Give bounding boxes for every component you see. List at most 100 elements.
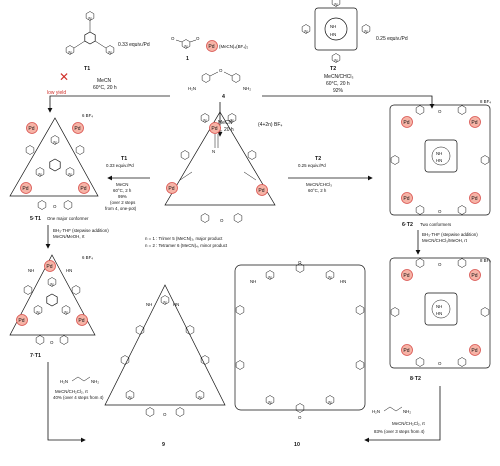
svg-text:O: O <box>219 68 223 73</box>
bf4-6t2: 8 BF₄ <box>480 99 491 104</box>
svg-text:O: O <box>196 36 200 41</box>
center-t2-equiv: 0.25 equiv./Pd <box>298 163 326 168</box>
t1-cond1: MeCN <box>97 78 112 84</box>
left-equiv: 0.33 equiv./Pd <box>106 163 134 168</box>
left-c1: MeCN <box>116 182 128 187</box>
template-t2-porphyrin: NH HN <box>301 0 371 64</box>
svg-text:HN: HN <box>330 32 336 37</box>
arrow-8t2-to-10 <box>364 386 441 443</box>
charge-label: (4+2n) BF₄ <box>258 122 282 128</box>
t2-cond2-top: 60°C, 20 h <box>326 81 350 87</box>
right-red3: MeCN/CH₂Cl₂, rt <box>392 421 425 426</box>
right-red2: MeCN/CHCl₃/MeOH, rt <box>422 238 468 243</box>
svg-text:O: O <box>220 218 224 223</box>
svg-text:NH: NH <box>436 151 442 156</box>
arrow-t2-direct <box>262 95 435 109</box>
t1-equiv: 0.33 equiv./Pd <box>118 42 150 48</box>
center-cond1: MeCN <box>218 120 233 126</box>
compound-9-label: 9 <box>162 442 165 448</box>
svg-text:HN: HN <box>436 158 442 163</box>
center-t2: T2 <box>315 156 321 162</box>
arrow-t1-direct <box>47 95 170 113</box>
diamine-4-structure: O H₂N NH₂ <box>188 68 251 91</box>
svg-text:NH: NH <box>330 24 336 29</box>
svg-text:O: O <box>53 204 57 209</box>
ethylenediamine-right-chain <box>383 406 403 412</box>
left-red1: BH₃·THF (stepwise addition) <box>53 228 109 233</box>
template-t1-structure <box>65 11 115 56</box>
t2-equiv-top: 0.25 equiv./Pd <box>376 36 408 42</box>
ethylenediamine-right: H₂N <box>372 409 380 414</box>
ethylenediamine-left: H₂N <box>60 379 68 384</box>
svg-text:O: O <box>163 412 167 417</box>
product-n2: n = 2 : Tetramer 6 (MeCN)₄, minor produc… <box>145 243 228 248</box>
diamine-4-label: 4 <box>222 94 225 100</box>
svg-text:O: O <box>298 415 302 420</box>
macrocycle-10-structure: O O NH HN <box>234 260 366 420</box>
left-c5: from 4, one-pot) <box>105 206 137 211</box>
bf4-5t1: 6 BF₄ <box>82 113 93 118</box>
svg-text:N: N <box>212 149 215 154</box>
svg-text:O: O <box>438 361 442 366</box>
svg-text:O: O <box>438 109 442 114</box>
pd-salt-icon <box>206 40 218 52</box>
complex-6t2-structure: NH HN O O <box>389 104 491 216</box>
svg-text:NH: NH <box>146 302 152 307</box>
right-red1: BH₃·THF (stepwise addition) <box>422 232 478 237</box>
name-6t2: 6·T2 <box>402 222 413 228</box>
svg-text:O: O <box>298 260 302 265</box>
left-t1: T1 <box>121 156 127 162</box>
t1-cond2: 60°C, 20 h <box>93 85 117 91</box>
right-red4: 83% (over 3 steps from 4) <box>374 429 425 434</box>
left-c3: 99% <box>118 194 127 199</box>
svg-text:O: O <box>171 36 175 41</box>
macrocycle-5-6-structure: N O <box>164 111 276 223</box>
macrocycle-9-structure: O NH HN <box>104 284 226 417</box>
svg-text:NH₂: NH₂ <box>403 409 411 414</box>
complex-5t1-structure: O <box>9 117 99 210</box>
name-8t2: 8·T2 <box>410 376 421 382</box>
conformers-6t2: Two conformers <box>420 222 452 227</box>
left-red3: MeCN/CH₂Cl₂, rt <box>55 389 88 394</box>
svg-text:NH: NH <box>436 304 442 309</box>
center-t2-c1: MeCN/CHCl₃ <box>306 182 332 187</box>
left-red4: 40% (over 4 steps from 4) <box>53 395 104 400</box>
t2-yield-top: 92% <box>333 88 344 94</box>
svg-text:NH₂: NH₂ <box>91 379 99 384</box>
svg-text:H₂N: H₂N <box>188 86 196 91</box>
svg-text:HN: HN <box>173 302 179 307</box>
svg-text:O: O <box>50 340 54 345</box>
conformer-5t1: One major conformer <box>47 216 89 221</box>
svg-text:NH₂: NH₂ <box>243 86 251 91</box>
pd-salt-label: (MeCN)₄(BF₄)₂ <box>219 44 248 49</box>
ethylenediamine-left-chain <box>71 376 91 382</box>
left-c2: 60°C, 2 h <box>113 188 132 193</box>
svg-text:O: O <box>438 209 442 214</box>
complex-8t2-structure: NH HN O O <box>389 257 491 369</box>
svg-text:O: O <box>438 262 442 267</box>
left-c4: (over 2 steps <box>110 200 136 205</box>
bf4-7t1: 6 BF₄ <box>82 255 93 260</box>
product-n1: n = 1 : Trimer 5 (MeCN)₃, major product <box>145 236 223 241</box>
center-t2-c2: 60°C, 2 h <box>308 188 327 193</box>
name-7t1: 7·T1 <box>30 353 41 359</box>
svg-text:HN: HN <box>436 311 442 316</box>
compound-10-label: 10 <box>294 442 300 448</box>
name-5t1: 5·T1 <box>30 216 41 222</box>
bf4-8t2: 8 BF₄ <box>480 258 491 263</box>
svg-text:HN: HN <box>340 279 346 284</box>
svg-text:NH: NH <box>250 279 256 284</box>
compound-1-label: 1 <box>186 56 189 62</box>
t2-cond1-top: MeCN/CHCl₃ <box>324 74 354 80</box>
svg-text:HN: HN <box>66 268 72 273</box>
center-cond2: 60°C, 20 h <box>210 127 234 133</box>
svg-text:NH: NH <box>28 268 34 273</box>
t1-label: T1 <box>84 66 90 72</box>
complex-7t1-structure: O NH HN <box>9 254 96 345</box>
low-yield-label: low yield <box>47 90 66 96</box>
left-red2: MeCN/MeOH, rt <box>53 234 85 239</box>
arrow-7t1-to-9 <box>47 362 86 443</box>
fail-cross-icon: ✕ <box>59 70 69 84</box>
